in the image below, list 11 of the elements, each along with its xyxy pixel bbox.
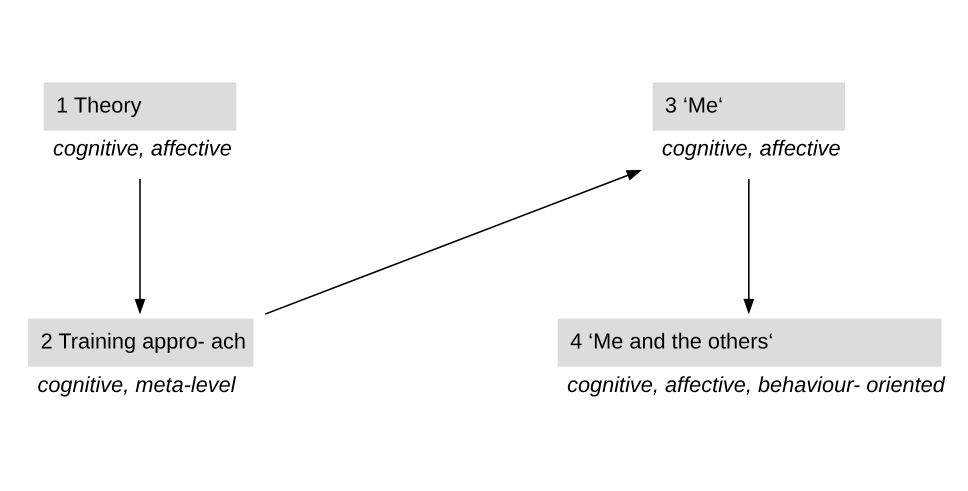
node-label: cognitive, affective [662,136,841,161]
node-label: cognitive, meta-level [37,372,236,397]
node-box: 1 Theory [44,82,236,131]
node-label: cognitive, affective [53,136,232,161]
node-box: 4 ‘Me and the others‘ [558,318,942,367]
node-box: 2 Training appro- ach [28,318,254,367]
node-box: 3 ‘Me‘ [652,82,846,131]
arrow [134,179,146,314]
node-label: cognitive, affective, behaviour- oriented [567,372,945,397]
arrow [743,179,754,314]
arrow [264,170,642,315]
